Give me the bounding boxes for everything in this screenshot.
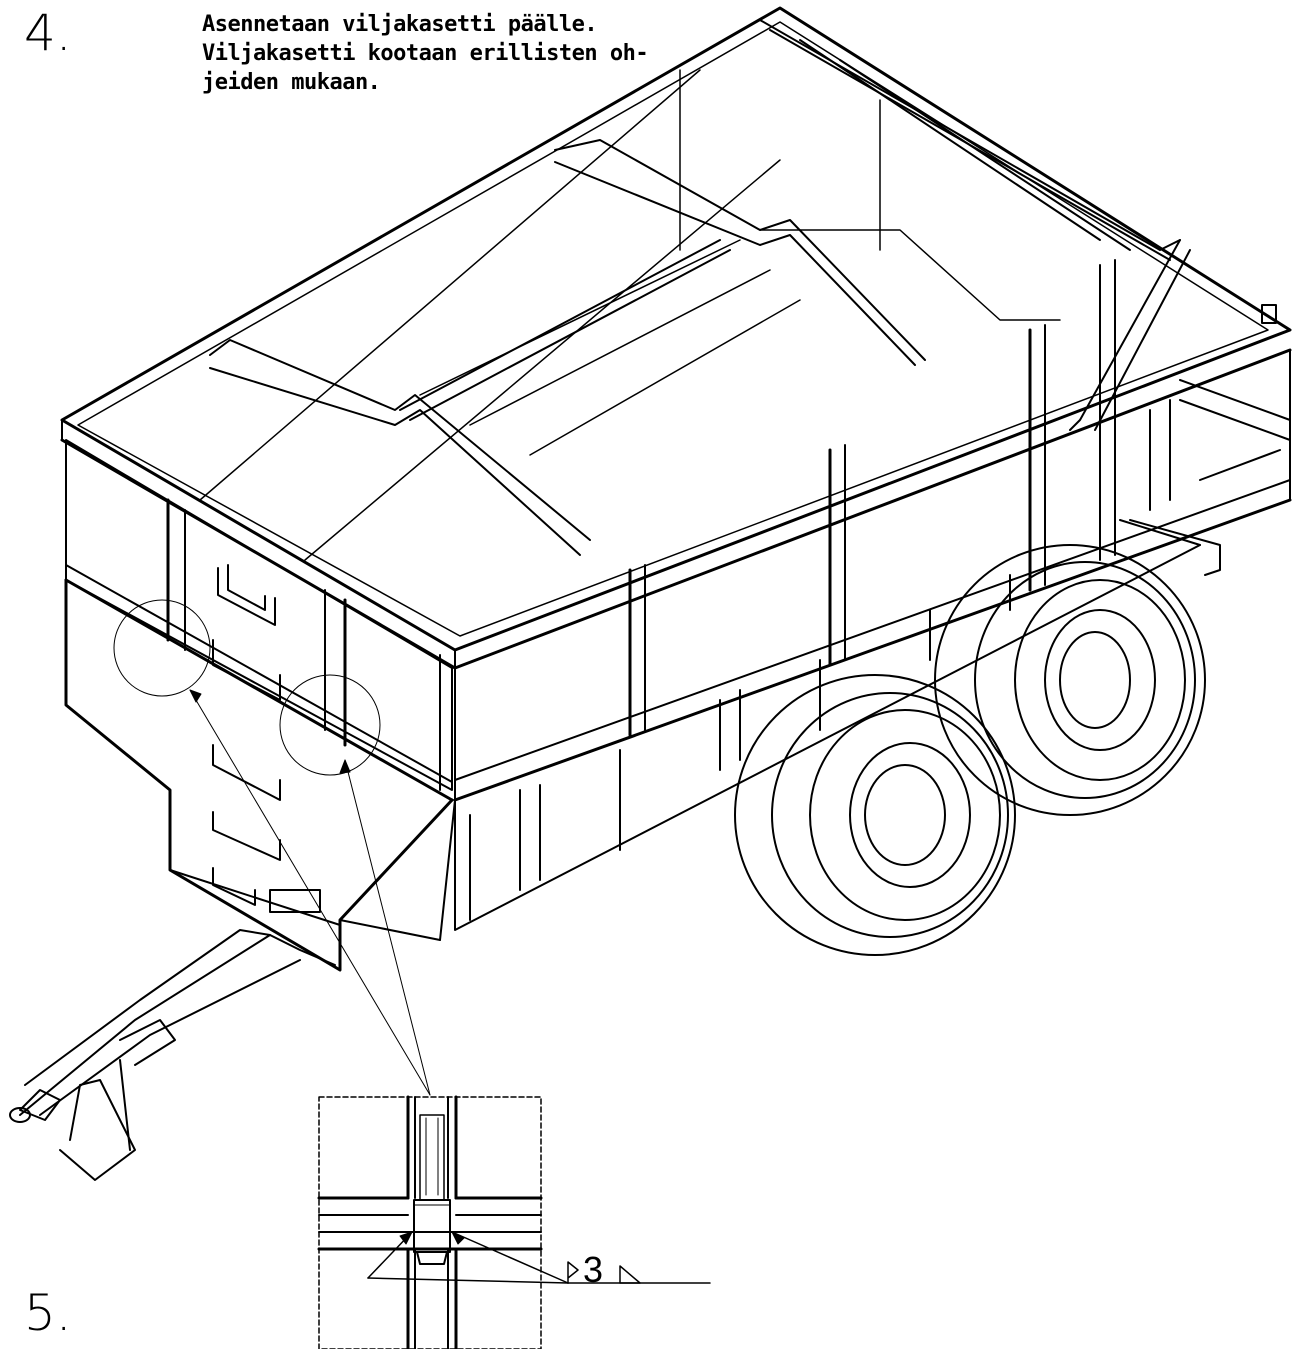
rear-fittings (1149, 304, 1291, 511)
step-4-number: 4. (24, 4, 72, 62)
detail-markers (113, 599, 431, 1096)
wheels (734, 544, 1206, 956)
cassette-top-rim (60, 6, 1292, 670)
instruction-line-1: Asennetaan viljakasetti päälle. (202, 12, 598, 37)
step-5-number: 5. (24, 1284, 72, 1342)
instruction-line-3: jeiden mukaan. (202, 70, 381, 95)
weld-size-label: 3 (583, 1249, 603, 1290)
step-4-instructions: Asennetaan viljakasetti päälle. Viljakas… (202, 10, 672, 97)
cover-braces (209, 19, 1191, 556)
cassette-cover (199, 69, 1061, 561)
weld-detail-icon: 3 (317, 1095, 711, 1349)
grain-trailer-drawing-icon (9, 6, 1292, 1181)
front-panel (64, 439, 454, 802)
ladder-handles (212, 564, 321, 913)
instruction-line-2: Viljakasetti kootaan erillisten oh- (202, 41, 649, 66)
drawbar (9, 929, 336, 1181)
